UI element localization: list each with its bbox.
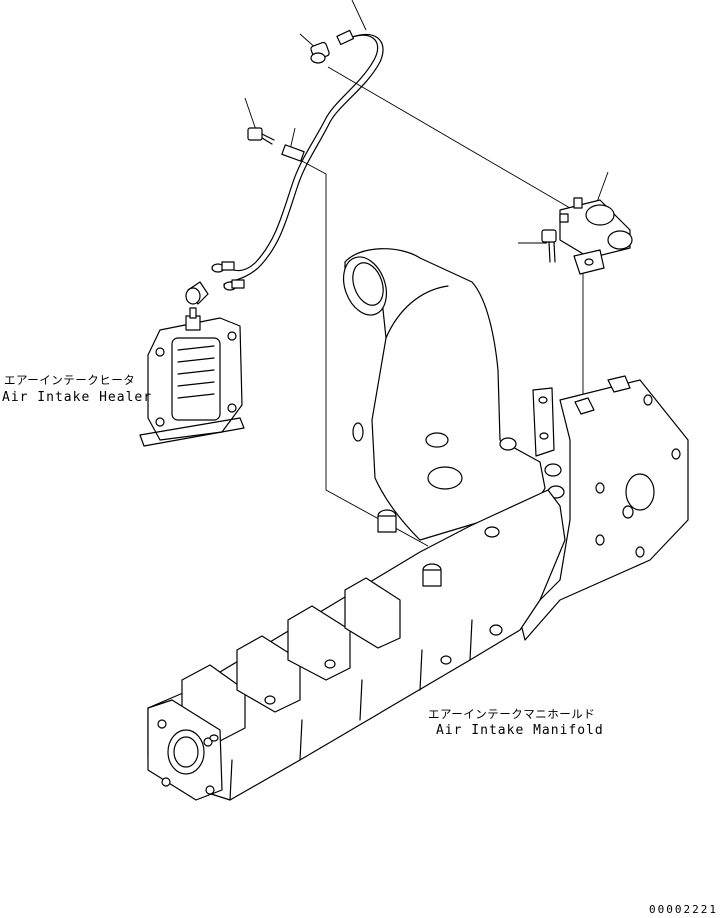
heater-relay xyxy=(541,197,633,275)
air-intake-connector xyxy=(342,248,565,541)
drawing-number: 00002221 xyxy=(649,903,718,916)
terminal-cap xyxy=(185,281,209,305)
air-intake-heater xyxy=(139,307,245,447)
manifold-label-en: Air Intake Manifold xyxy=(436,723,604,738)
engine-block xyxy=(519,375,689,641)
bolt-upper xyxy=(310,41,330,64)
air-intake-manifold xyxy=(147,489,566,801)
leader-lines xyxy=(244,0,609,547)
bolt-clamp xyxy=(247,127,275,145)
wiring-harness xyxy=(211,29,384,291)
heater-label-en: Air Intake Healer xyxy=(2,390,153,405)
bracket-right xyxy=(532,387,555,457)
manifold-label-jp: エアーインテークマニホールド xyxy=(428,707,596,721)
heater-label-jp: エアーインテークヒータ xyxy=(4,373,136,387)
